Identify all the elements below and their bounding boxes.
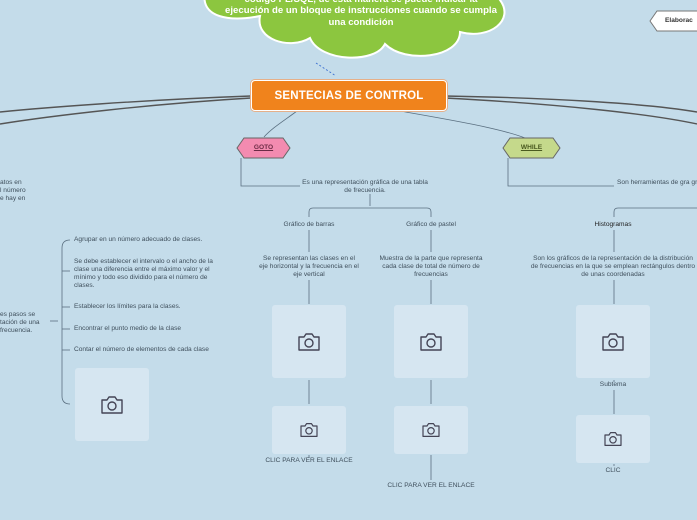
camera-icon xyxy=(298,332,320,351)
step-3: Establecer los límites para la clases. xyxy=(74,303,181,310)
while-definition: Son herramientas de gra gráficamente una… xyxy=(617,179,697,186)
pie-link[interactable]: CLIC PARA VER EL ENLACE xyxy=(387,482,475,489)
cloud-text: código PL/SQL, de esta manera se puede i… xyxy=(225,0,497,28)
central-title: SENTECIAS DE CONTROL xyxy=(274,89,424,102)
image-placeholder[interactable] xyxy=(394,406,468,454)
histogram-description: Son los gráficos de la representación de… xyxy=(530,255,696,278)
goto-node[interactable] xyxy=(236,137,292,159)
while-label: WHILE xyxy=(520,144,543,151)
camera-icon xyxy=(101,395,123,414)
pie-label: Gráfico de pastel xyxy=(406,221,456,228)
image-placeholder[interactable] xyxy=(272,406,346,454)
image-placeholder[interactable] xyxy=(576,415,650,463)
pie-description: Muestra de la parte que representa cada … xyxy=(379,255,483,278)
goto-definition: Es una representación gráfica de una tab… xyxy=(302,179,428,194)
histogram-link[interactable]: CLIC xyxy=(605,467,621,474)
goto-label: GOTO xyxy=(253,144,274,151)
image-placeholder[interactable] xyxy=(394,305,468,378)
step-4: Encontrar el punto medio de la clase xyxy=(74,325,182,332)
bars-link[interactable]: CLIC PARA VER EL ENLACE xyxy=(265,457,353,464)
image-placeholder[interactable] xyxy=(576,305,650,378)
step-2: Se debe establecer el intervalo o el anc… xyxy=(74,258,213,289)
left-partial-top: atos en l número e hay en xyxy=(0,179,26,202)
left-partial-steps: es pasos se tación de una frecuencia. xyxy=(0,311,40,334)
camera-icon xyxy=(604,432,622,446)
cloud-shape xyxy=(203,0,506,59)
step-1: Agrupar en un número adecuado de clases. xyxy=(74,236,203,243)
bars-description: Se representan las clases en el eje hori… xyxy=(259,255,359,278)
bars-label: Gráfico de barras xyxy=(283,221,335,228)
histogram-label: Histogramas xyxy=(594,221,632,228)
camera-icon xyxy=(602,332,624,351)
camera-icon xyxy=(300,423,318,437)
image-placeholder[interactable] xyxy=(272,305,346,378)
while-node[interactable] xyxy=(502,137,562,159)
camera-icon xyxy=(420,332,442,351)
step-5: Contar el número de elementos de cada cl… xyxy=(74,346,209,353)
image-placeholder[interactable] xyxy=(75,368,149,441)
central-topic[interactable]: SENTECIAS DE CONTROL xyxy=(251,80,447,111)
tag-shape xyxy=(649,10,697,32)
camera-icon xyxy=(422,423,440,437)
tag-label[interactable]: Elaborac xyxy=(665,17,693,24)
subtopic-label[interactable]: Subtema xyxy=(599,381,627,388)
